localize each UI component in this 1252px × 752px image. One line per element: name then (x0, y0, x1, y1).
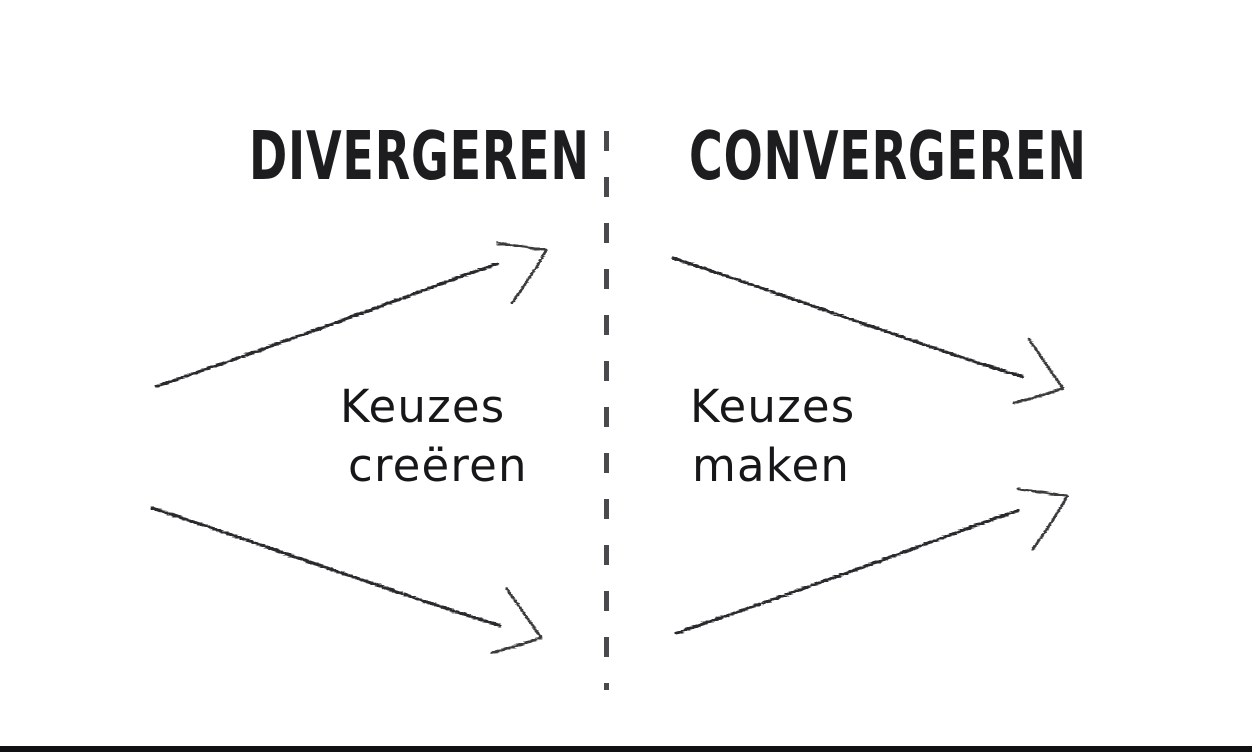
arrow-converge-down (671, 256, 1065, 405)
label-left-line-2: creëren (348, 438, 528, 492)
bottom-bar (0, 746, 1252, 752)
label-right-line-1: Keuzes (690, 380, 856, 433)
label-left-line-1: Keuzes (340, 380, 506, 433)
arrow-diverge-down (150, 506, 543, 655)
heading-divergeren: DIVERGEREN (249, 118, 590, 196)
arrow-converge-up (674, 487, 1069, 635)
label-right-line-2: maken (692, 438, 851, 492)
label-keuzes-maken: Keuzes maken (690, 378, 855, 495)
arrow-diverge-up (154, 241, 548, 389)
heading-convergeren: CONVERGEREN (689, 118, 1087, 196)
label-keuzes-creeren: Keuzes creëren (340, 378, 528, 495)
